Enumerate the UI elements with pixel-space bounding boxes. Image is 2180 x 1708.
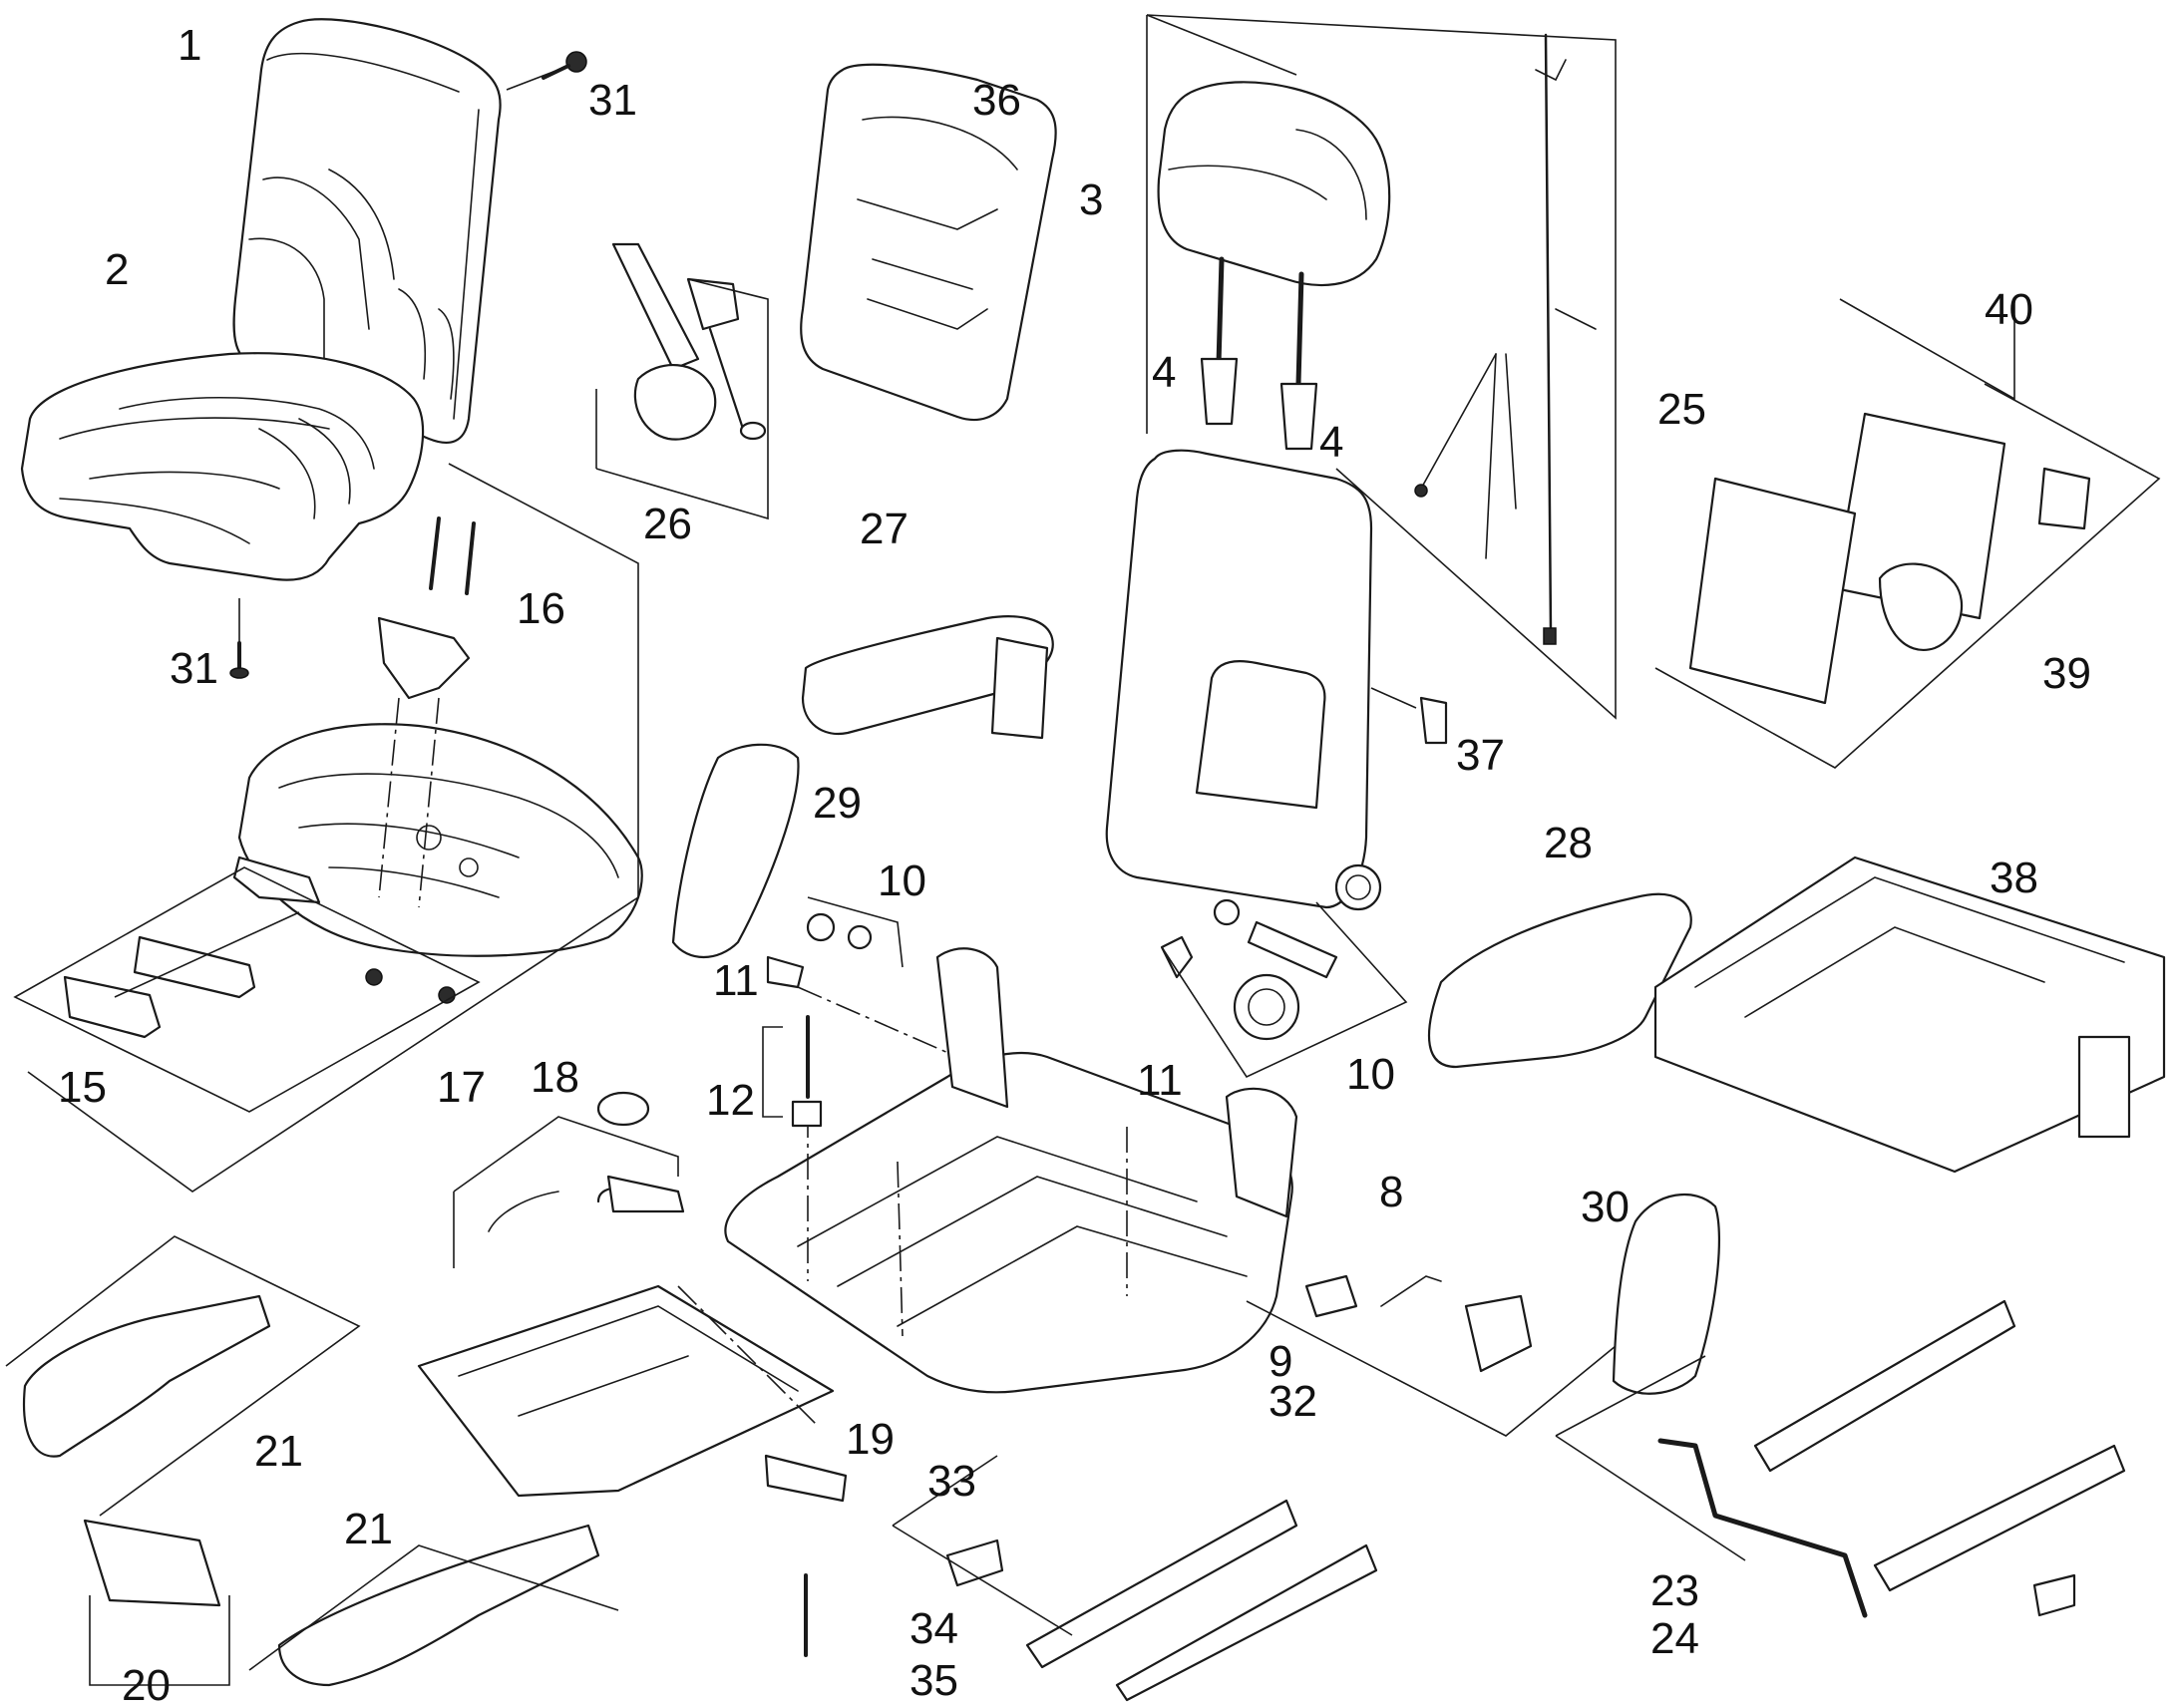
callout-8: 8: [1379, 1168, 1403, 1216]
handle-15: [63, 855, 456, 1039]
callout-35: 35: [909, 1656, 958, 1705]
callout-33: 33: [927, 1457, 976, 1506]
callout-40: 40: [1985, 285, 2033, 334]
backrest-frame: [1105, 449, 1448, 911]
control-module: [1654, 298, 2161, 769]
screw-top: [506, 51, 587, 91]
callout-2: 2: [105, 245, 129, 294]
headrest: [1146, 14, 1391, 451]
callout-31b: 31: [170, 644, 218, 693]
bracket-21-left: [5, 1235, 361, 1517]
frame-17: [27, 463, 639, 1193]
armrest-27: [801, 615, 1054, 740]
callout-26: 26: [643, 500, 692, 548]
callout-11a: 11: [713, 956, 759, 1005]
side-cover-30: [1612, 1193, 1721, 1395]
callout-39: 39: [2042, 649, 2091, 698]
spring-plate-18: [453, 1091, 685, 1268]
backrest-cushion: [232, 18, 502, 444]
callout-25: 25: [1657, 385, 1706, 434]
lever-assembly: [1246, 1274, 1617, 1437]
base-plate: [1653, 855, 2166, 1174]
callout-21b: 21: [344, 1505, 393, 1553]
callout-24: 24: [1650, 1614, 1699, 1663]
frame-15: [13, 866, 481, 1113]
back-panel: [800, 63, 1057, 421]
callout-36: 36: [972, 76, 1021, 125]
slide-rails-right: [1555, 1299, 2126, 1618]
callout-28: 28: [1544, 819, 1593, 867]
wiring-harness: [1146, 14, 1617, 720]
callout-9: 9: [1269, 1337, 1292, 1386]
callout-10a: 10: [878, 856, 926, 905]
bracket-20: [83, 1519, 230, 1686]
bracket-16: [377, 516, 476, 908]
callout-34: 34: [909, 1604, 958, 1653]
side-cover-29: [671, 743, 800, 959]
callout-12: 12: [706, 1076, 755, 1125]
bottom-plate: [417, 1284, 848, 1657]
seat-cushion: [20, 352, 425, 581]
callout-38: 38: [1990, 854, 2038, 902]
callout-16: 16: [517, 584, 565, 633]
callout-4a: 4: [1152, 348, 1176, 397]
slide-rails-left: [892, 1455, 1378, 1702]
callout-31a: 31: [588, 76, 637, 125]
callout-30: 30: [1581, 1183, 1630, 1231]
callout-15: 15: [58, 1063, 107, 1112]
seat-belt: [595, 242, 769, 520]
seat-frame: [237, 723, 643, 957]
bolt-12: [762, 1015, 823, 1128]
callout-23: 23: [1650, 1566, 1699, 1615]
callout-21a: 21: [254, 1427, 303, 1476]
callout-19: 19: [846, 1415, 895, 1464]
callout-29: 29: [813, 779, 862, 828]
screw-bottom: [229, 598, 249, 679]
callout-18: 18: [531, 1053, 579, 1102]
callout-37: 37: [1456, 731, 1505, 780]
hub-assembly: [766, 896, 1408, 1079]
bracket-21-bottom: [248, 1524, 619, 1687]
callout-17: 17: [437, 1063, 486, 1112]
callout-1: 1: [178, 21, 201, 70]
callout-4b: 4: [1319, 418, 1343, 467]
callout-labels: 1 2 3 4 4 8 9 10 10 11 11 12 15 16 17 18…: [58, 21, 2091, 1708]
callout-11b: 11: [1137, 1056, 1183, 1105]
callout-20: 20: [122, 1661, 171, 1708]
armrest-28: [1427, 892, 1692, 1069]
callout-3: 3: [1079, 175, 1103, 224]
callout-10b: 10: [1346, 1050, 1395, 1099]
seat-base: [724, 947, 1298, 1394]
callout-27: 27: [860, 505, 908, 553]
callout-32: 32: [1269, 1377, 1317, 1426]
